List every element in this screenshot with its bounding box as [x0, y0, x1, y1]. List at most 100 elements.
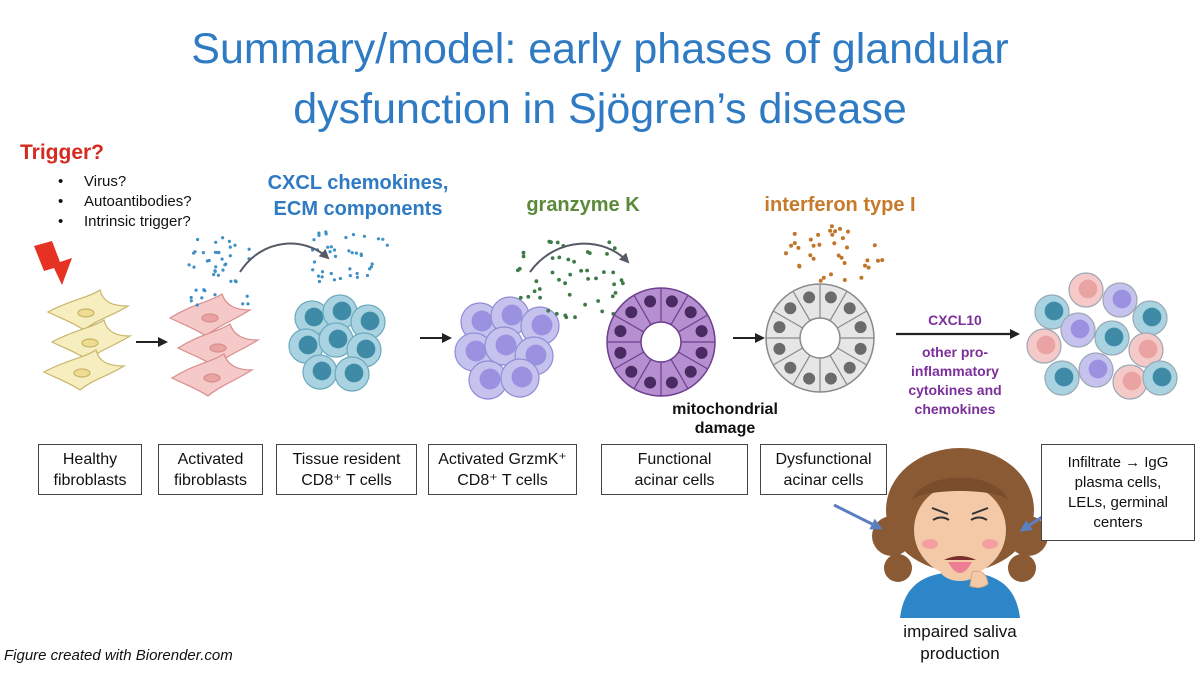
acinus-nucleus	[854, 342, 867, 355]
molecule-dot	[311, 268, 315, 272]
molecule-dot	[362, 234, 366, 238]
molecule-dot	[221, 268, 225, 272]
molecule-dot	[324, 230, 328, 234]
molecule-dot	[338, 276, 342, 281]
molecule-dot	[189, 299, 193, 303]
molecule-dot	[596, 299, 600, 303]
box-line-1: Dysfunctional	[775, 450, 872, 468]
trigger-item-label: Intrinsic trigger?	[84, 213, 191, 230]
box-line-1: Activated GrzmK⁺	[438, 450, 567, 468]
molecule-dot	[566, 257, 571, 262]
molecule-dot	[568, 272, 573, 277]
molecule-dot	[789, 243, 794, 248]
box-line-1: Activated	[177, 450, 244, 468]
cxcl-line-1: CXCL chemokines,	[267, 172, 449, 194]
molecule-dot	[842, 278, 847, 282]
acinus-cell-border	[792, 290, 811, 321]
molecule-dot	[607, 240, 612, 245]
cxcl-line-2: ECM components	[273, 198, 443, 220]
molecule-dot	[332, 278, 336, 282]
acinus-nucleus	[625, 365, 638, 378]
molecule-dot	[557, 277, 561, 282]
molecule-dot	[534, 279, 539, 284]
molecule-dot	[563, 281, 567, 286]
molecule-dot	[797, 263, 802, 268]
molecule-dot	[233, 279, 237, 283]
molecule-dot	[247, 247, 251, 251]
infiltrate-illustration	[1026, 272, 1178, 400]
box-activated-grzmk-t-cells: Activated GrzmK⁺CD8⁺ T cells	[428, 444, 577, 495]
acinus-nucleus	[803, 372, 816, 385]
pointer-arrow-right	[1019, 515, 1043, 532]
cell-nucleus	[304, 307, 324, 327]
acinus-nucleus	[784, 361, 797, 374]
infiltrate-line-4: centers	[1093, 513, 1143, 531]
trigger-item-intrinsic: •Intrinsic trigger?	[58, 213, 258, 230]
molecule-dot	[215, 250, 219, 255]
cell-nucleus	[1152, 367, 1172, 387]
molecule-dot	[564, 315, 569, 320]
molecule-dot	[602, 270, 606, 274]
molecule-dot	[348, 274, 352, 278]
patient-illustration	[872, 448, 1048, 618]
trigger-heading: Trigger?	[20, 141, 105, 164]
dysfunctional-acinus-illustration	[765, 283, 875, 393]
molecule-dot	[192, 265, 196, 269]
molecule-dot	[521, 254, 526, 259]
acinus-nucleus	[644, 295, 657, 308]
bullet: •	[58, 193, 64, 210]
molecule-dot	[585, 268, 589, 273]
trigger-item-label: Autoantibodies?	[84, 193, 192, 210]
acinus-nucleus	[854, 321, 867, 334]
molecule-dot	[369, 265, 373, 269]
granzyme-dots	[516, 239, 625, 320]
molecule-dot	[370, 262, 374, 266]
molecule-dot	[549, 240, 553, 245]
molecule-dot	[612, 246, 617, 251]
molecule-dot	[355, 271, 359, 276]
molecule-dot	[333, 254, 338, 258]
molecule-dot	[619, 278, 624, 282]
molecule-dot	[828, 228, 833, 233]
molecule-dot	[846, 229, 850, 234]
molecule-dot	[865, 258, 870, 263]
molecule-dot	[808, 253, 813, 258]
cell-nucleus	[328, 329, 348, 349]
molecule-dot	[880, 258, 885, 263]
cell-nucleus	[356, 339, 376, 359]
cell-nucleus	[471, 310, 493, 332]
molecule-dot	[808, 237, 813, 242]
cytokines-line-4: chemokines	[914, 401, 996, 417]
lightning-icon	[34, 241, 72, 285]
acinus-lumen	[640, 321, 682, 363]
molecule-dot	[557, 255, 562, 260]
box-line-2: fibroblasts	[53, 471, 127, 489]
mito-line-1: mitochondrial	[672, 401, 778, 418]
molecule-dot	[829, 272, 833, 277]
acinus-nucleus	[665, 376, 678, 389]
acinus-cell-border	[772, 347, 803, 366]
mitochondrial-damage-label: mitochondrial damage	[655, 400, 795, 438]
molecule-dot	[832, 241, 837, 246]
interferon-dots	[784, 224, 885, 283]
acinus-nucleus	[773, 342, 786, 355]
molecule-dot	[329, 271, 333, 276]
acinus-cell-border	[837, 310, 868, 329]
molecule-dot	[605, 252, 609, 256]
box-line-2: acinar cells	[634, 471, 715, 489]
cell-nucleus	[360, 311, 380, 331]
infiltrate-line-2: plasma cells,	[1074, 473, 1162, 491]
cell-nucleus	[479, 368, 501, 390]
cell-nucleus	[312, 361, 332, 381]
cell-nucleus	[1142, 307, 1162, 327]
molecule-dot	[567, 292, 572, 297]
acinus-cell-border	[670, 359, 689, 390]
molecule-dot	[838, 226, 842, 231]
acinus-nucleus	[695, 325, 708, 338]
molecule-dot	[555, 240, 560, 245]
cytokines-label: other pro- inflammatory cytokines and ch…	[895, 343, 1015, 419]
molecule-dot	[829, 224, 834, 229]
chemokine-dots-left	[187, 236, 251, 307]
